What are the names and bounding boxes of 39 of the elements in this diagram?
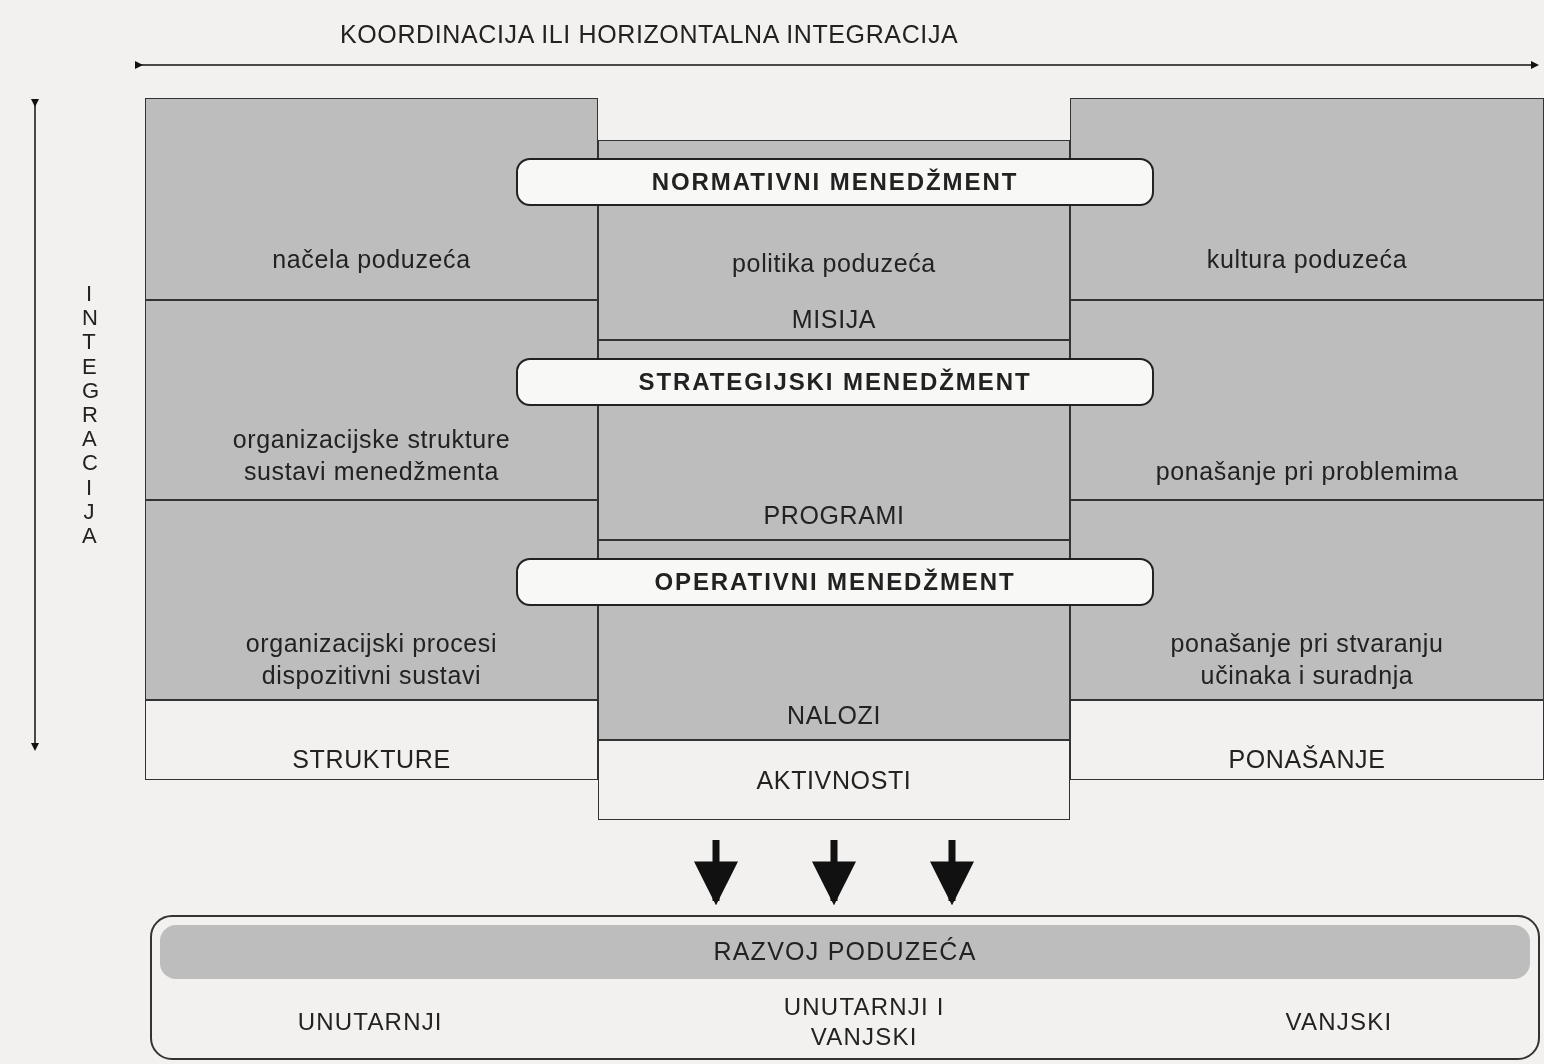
label-text: AKTIVNOSTI: [756, 765, 912, 796]
label-text: STRATEGIJSKI MENEDŽMENT: [638, 367, 1032, 397]
label-text: PONAŠANJE: [1227, 744, 1387, 775]
rounded-box: [150, 915, 1540, 1060]
label-text: ponašanje pri stvaranju učinaka i suradnja: [1169, 628, 1445, 691]
label-text: STRUKTURE: [291, 744, 452, 775]
label-text: MISIJA: [791, 304, 877, 335]
shaded-band: [598, 606, 1070, 740]
shaded-band: [145, 300, 598, 500]
shaded-band: [145, 98, 598, 300]
band: [145, 700, 598, 780]
label-text: VANJSKI: [1285, 1007, 1393, 1037]
label-text: UNUTARNJI: [297, 1007, 443, 1037]
axis-label: KOORDINACIJA ILI HORIZONTALNA INTEGRACIJA: [340, 19, 959, 50]
label-text: organizacijski procesi dispozitivni sustavi: [244, 628, 499, 691]
rounded-box: [516, 558, 1154, 606]
label-text: politika poduzeća: [732, 248, 936, 279]
band: [598, 740, 1070, 820]
label-text: organizacijske strukture sustavi menedžmenta: [231, 424, 512, 487]
shaded-band: [1070, 300, 1544, 500]
rounded-box: [516, 158, 1154, 206]
label-text: kultura poduzeća: [1205, 244, 1409, 275]
axis-label: INTEGRACIJA: [82, 282, 96, 549]
shaded-band: [598, 406, 1070, 540]
shaded-band: [160, 925, 1530, 979]
rounded-box: [516, 358, 1154, 406]
label-text: načela poduzeća: [271, 244, 472, 275]
label-text: NORMATIVNI MENEDŽMENT: [651, 167, 1019, 197]
band: [1070, 700, 1544, 780]
shaded-band: [145, 500, 598, 700]
label-text: OPERATIVNI MENEDŽMENT: [654, 567, 1016, 597]
label-text: RAZVOJ PODUZEĆA: [713, 936, 977, 968]
shaded-band: [598, 206, 1070, 340]
shaded-band: [1070, 500, 1544, 700]
label-text: ponašanje pri problemima: [1154, 456, 1460, 487]
shaded-band: [1070, 98, 1544, 300]
label-text: PROGRAMI: [763, 500, 905, 531]
label-text: UNUTARNJI I VANJSKI: [782, 992, 946, 1052]
label-text: NALOZI: [786, 700, 881, 731]
